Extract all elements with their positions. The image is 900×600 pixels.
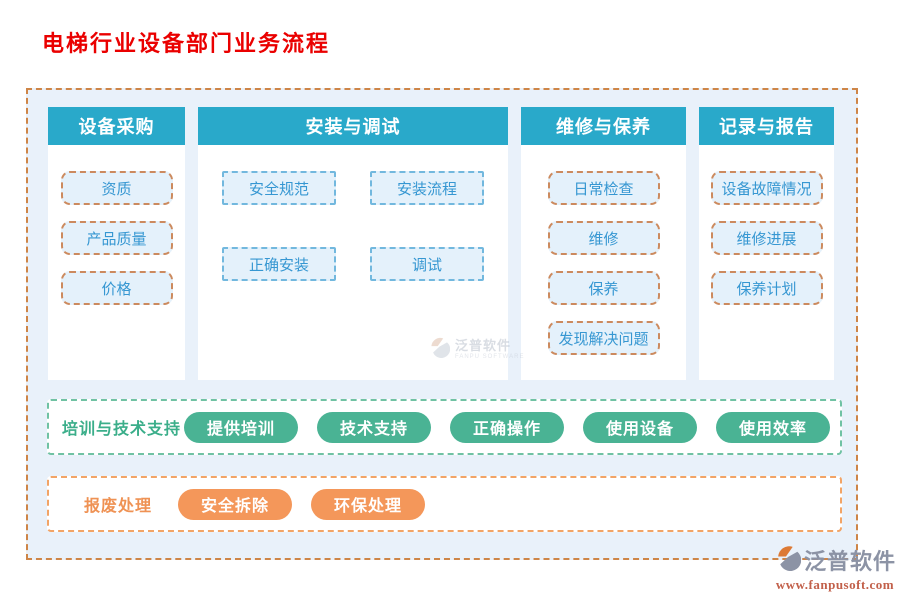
process-item: 安装流程 (370, 171, 484, 205)
column-header: 维修与保养 (521, 107, 686, 145)
training-pill: 使用设备 (583, 411, 698, 443)
scrap-band-label: 报废处理 (84, 498, 153, 515)
column-header: 安装与调试 (198, 107, 508, 145)
process-item: 保养 (547, 271, 660, 305)
training-pill: 正确操作 (450, 411, 565, 443)
scrap-band: 报废处理 安全拆除环保处理 (47, 476, 842, 532)
process-item: 日常检查 (547, 171, 660, 205)
column-body: 安全规范安装流程正确安装调试 (198, 145, 508, 281)
training-pill: 提供培训 (184, 411, 299, 443)
scrap-pills: 安全拆除环保处理 (178, 488, 426, 520)
process-column-2: 安装与调试安全规范安装流程正确安装调试 (198, 107, 508, 380)
process-item: 价格 (60, 271, 173, 305)
column-body: 资质产品质量价格 (48, 145, 185, 305)
process-columns: 设备采购资质产品质量价格安装与调试安全规范安装流程正确安装调试维修与保养日常检查… (48, 107, 834, 380)
process-column-3: 维修与保养日常检查维修保养发现解决问题 (521, 107, 686, 380)
column-header: 记录与报告 (699, 107, 834, 145)
fanpu-swirl-logo-icon (774, 544, 802, 576)
page-title: 电梯行业设备部门业务流程 (42, 31, 331, 56)
training-pill: 使用效率 (716, 411, 831, 443)
scrap-pill: 安全拆除 (178, 488, 293, 520)
process-column-1: 设备采购资质产品质量价格 (48, 107, 185, 380)
training-support-band: 培训与技术支持 提供培训技术支持正确操作使用设备使用效率 (47, 399, 842, 455)
process-item: 正确安装 (222, 247, 336, 281)
process-item: 调试 (370, 247, 484, 281)
process-diagram-container: 设备采购资质产品质量价格安装与调试安全规范安装流程正确安装调试维修与保养日常检查… (26, 88, 858, 560)
scrap-pill: 环保处理 (311, 488, 426, 520)
training-band-label: 培训与技术支持 (62, 421, 182, 438)
process-item: 设备故障情况 (710, 171, 823, 205)
training-pills: 提供培训技术支持正确操作使用设备使用效率 (184, 411, 831, 443)
column-header: 设备采购 (48, 107, 185, 145)
footer-url: www.fanpusoft.com (775, 577, 895, 592)
training-pill: 技术支持 (317, 411, 432, 443)
process-item: 维修 (547, 221, 660, 255)
process-item: 产品质量 (60, 221, 173, 255)
process-item: 保养计划 (710, 271, 823, 305)
process-item: 发现解决问题 (547, 321, 660, 355)
process-item: 资质 (60, 171, 173, 205)
process-item: 安全规范 (222, 171, 336, 205)
footer-logo: 泛普软件 www.fanpusoft.com (774, 544, 896, 593)
footer-brand-text: 泛普软件 (803, 549, 896, 574)
process-column-4: 记录与报告设备故障情况维修进展保养计划 (699, 107, 834, 380)
process-item: 维修进展 (710, 221, 823, 255)
column-body: 日常检查维修保养发现解决问题 (521, 145, 686, 355)
column-body: 设备故障情况维修进展保养计划 (699, 145, 834, 305)
